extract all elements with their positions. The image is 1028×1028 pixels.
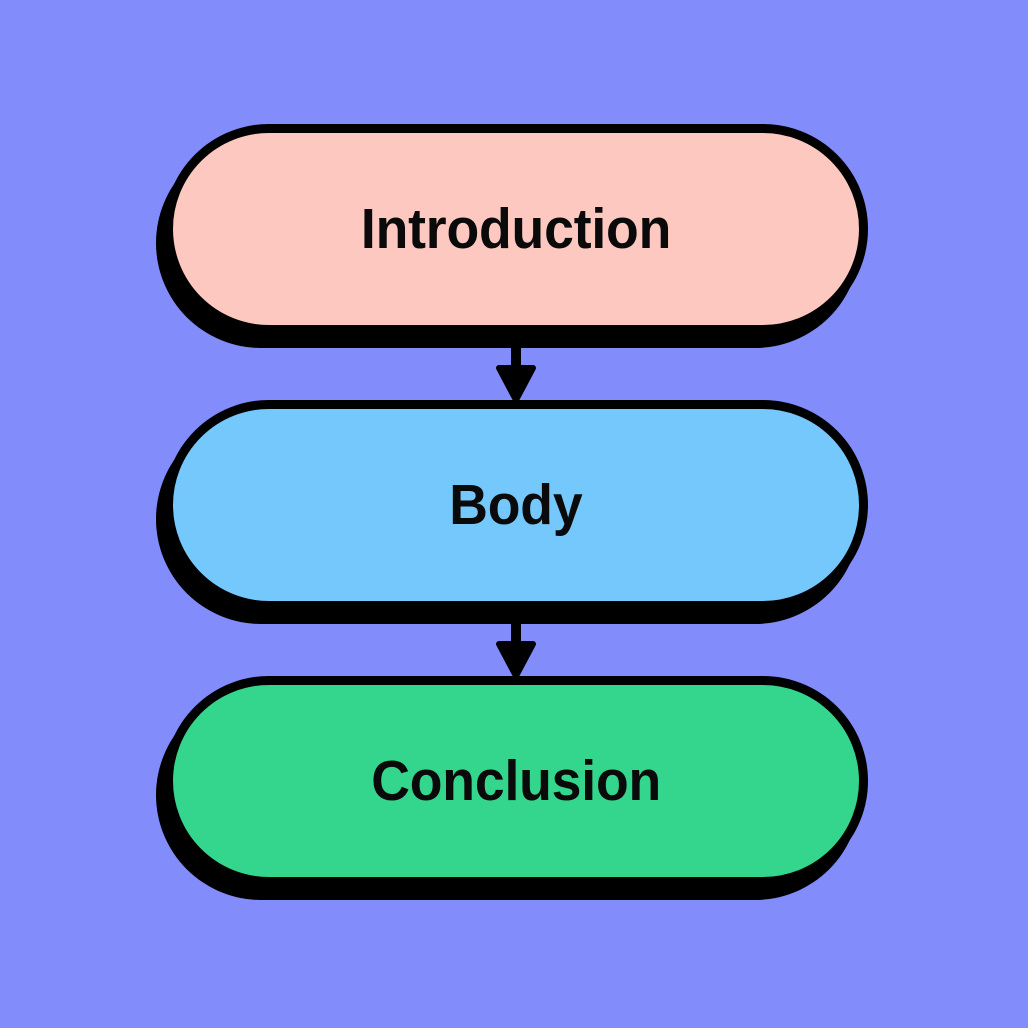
flowchart-node-conclusion[interactable]: Conclusion xyxy=(164,676,868,886)
down-arrow-icon xyxy=(496,610,536,679)
flowchart-node-label: Introduction xyxy=(360,196,672,261)
flowchart-connector-body-to-conclusion xyxy=(495,610,537,679)
down-arrow-icon xyxy=(496,334,536,403)
flowchart-node-label: Conclusion xyxy=(371,748,661,813)
flowchart-node-body[interactable]: Body xyxy=(164,400,868,610)
flowchart-node-introduction[interactable]: Introduction xyxy=(164,124,868,334)
flowchart-connector-intro-to-body xyxy=(495,334,537,403)
flowchart-node-label: Body xyxy=(449,472,583,537)
